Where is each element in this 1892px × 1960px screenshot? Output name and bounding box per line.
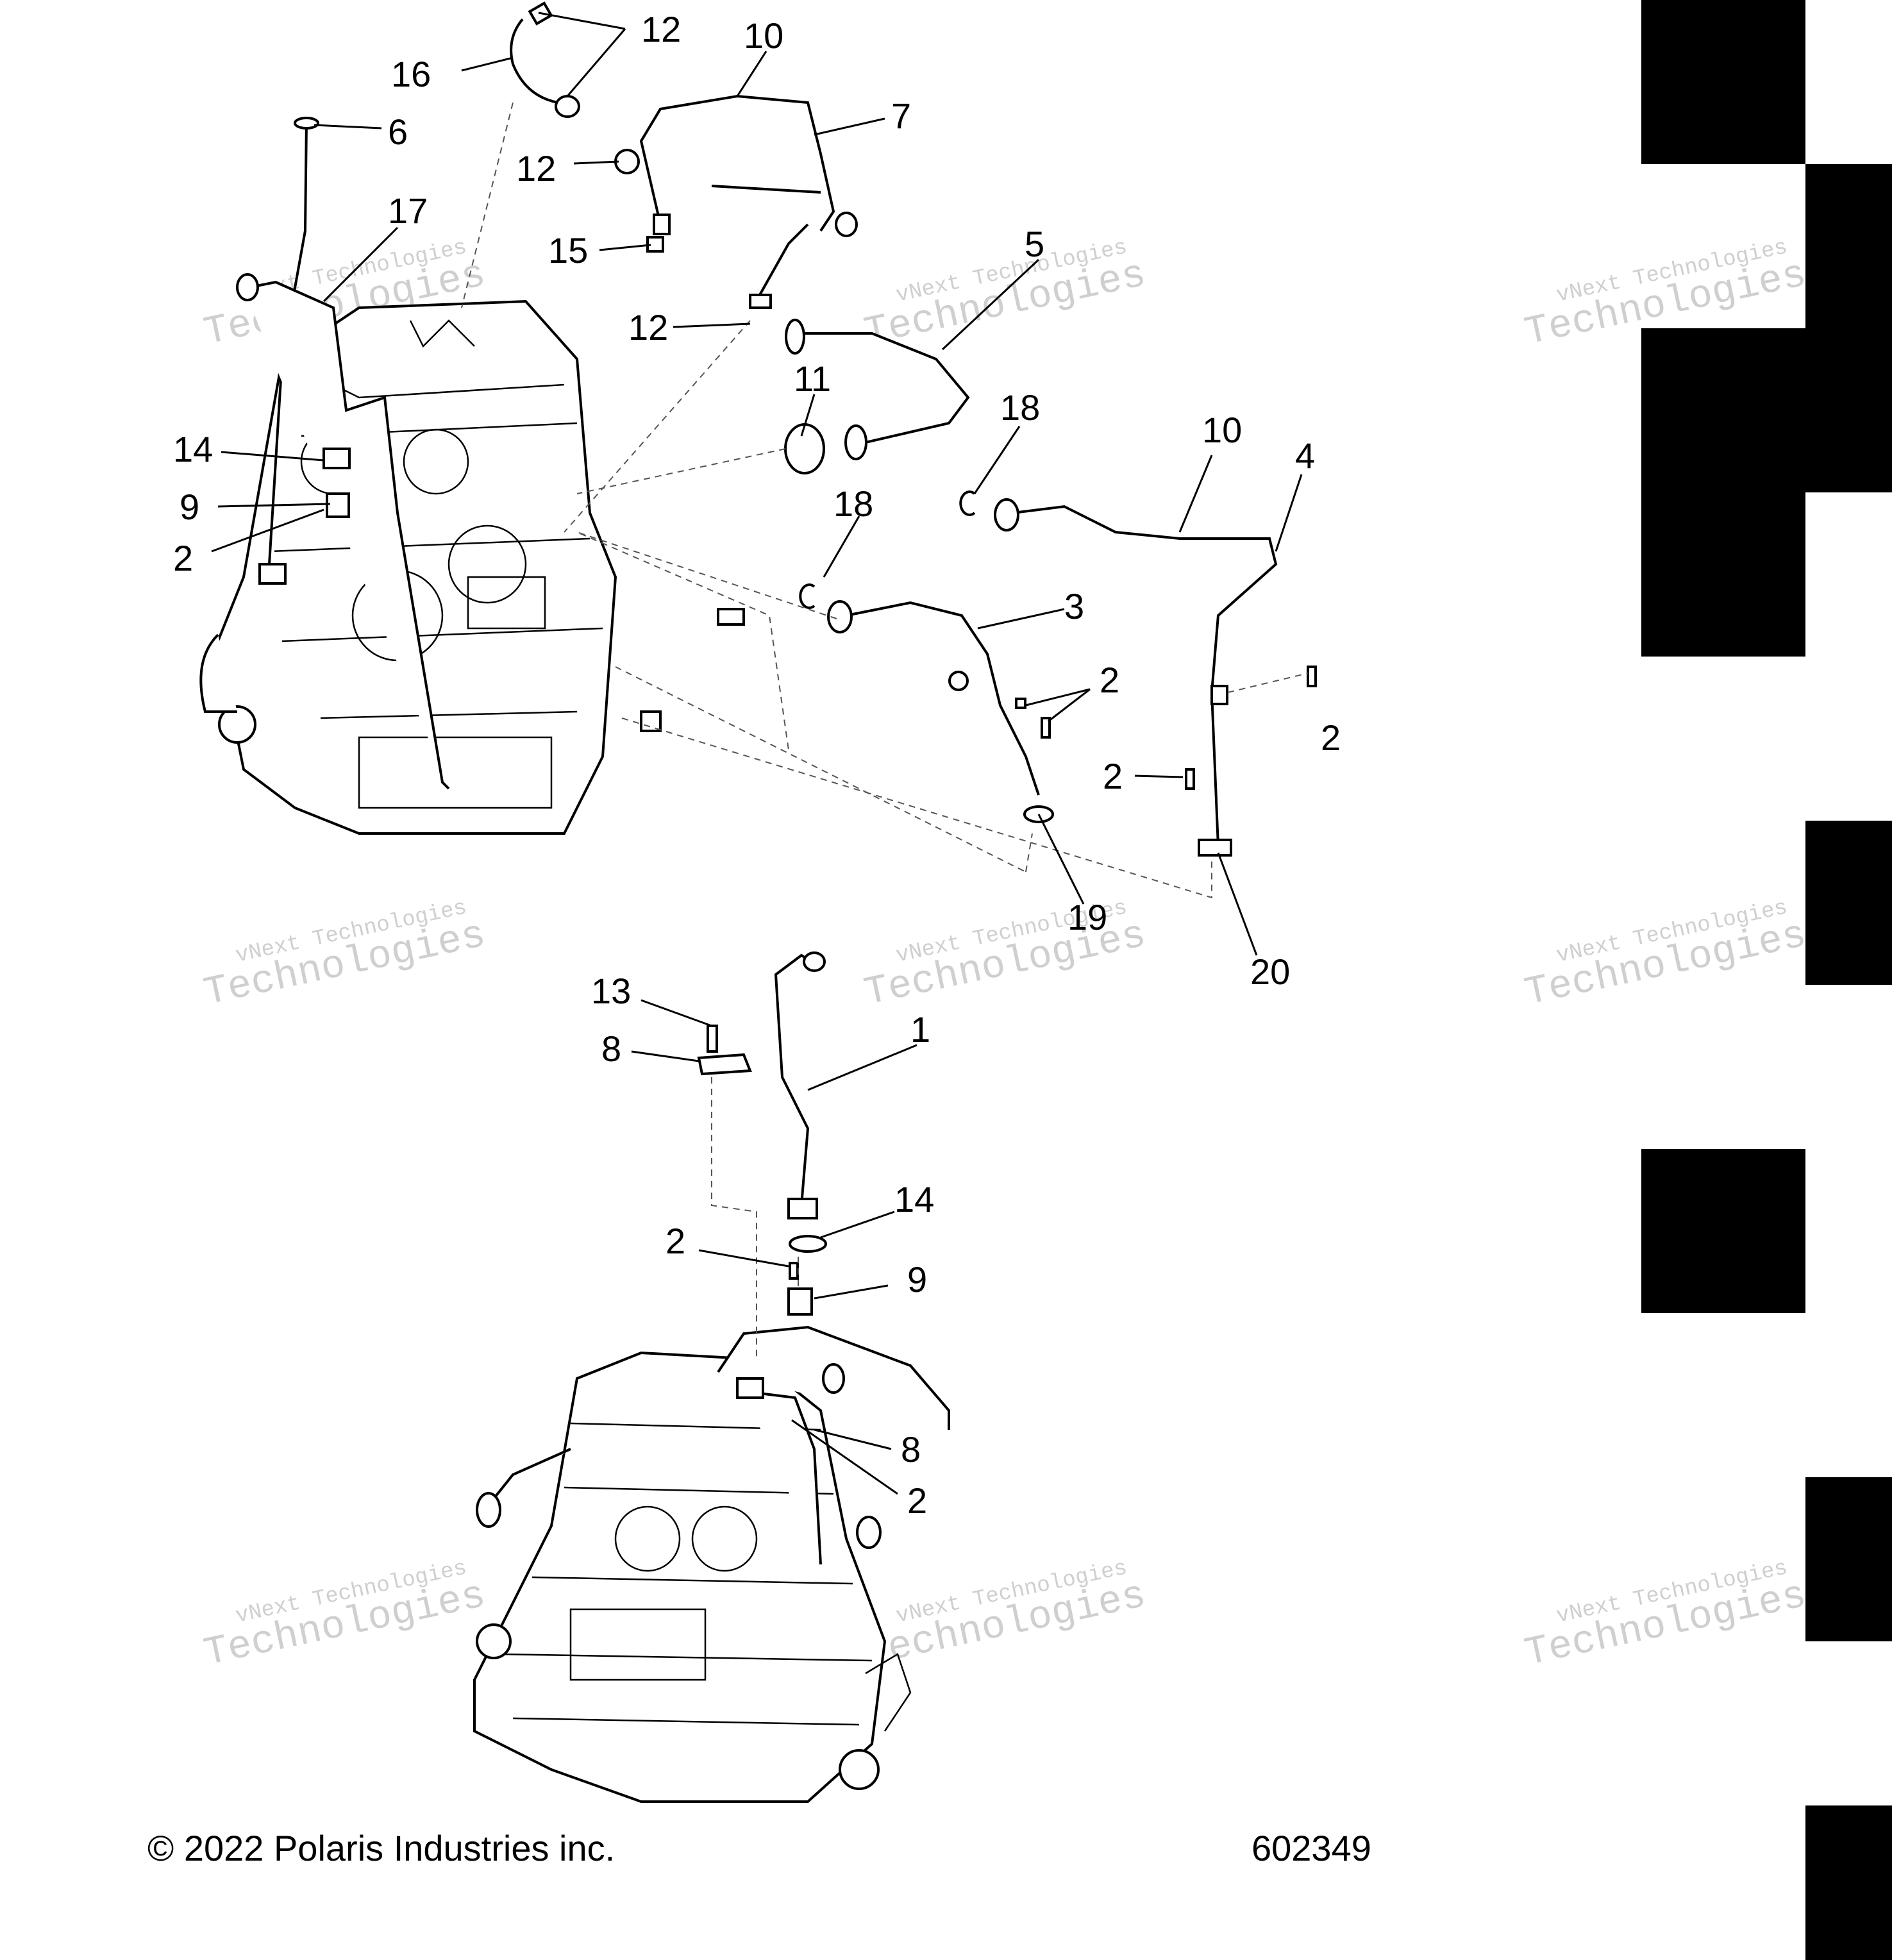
callout-12: 12	[641, 9, 681, 49]
edge-tab	[1641, 492, 1805, 657]
callout-18: 18	[1000, 387, 1040, 428]
edge-tab	[1641, 1149, 1805, 1313]
callout-20: 20	[1250, 951, 1290, 992]
edge-tab	[1641, 0, 1805, 164]
callout-2: 2	[666, 1221, 685, 1261]
hose-17	[243, 280, 450, 790]
callout-14: 14	[173, 429, 213, 469]
callout-5: 5	[1025, 224, 1044, 264]
clamp-11	[784, 423, 825, 474]
clip-18a	[959, 490, 976, 516]
edge-tab	[1805, 164, 1892, 328]
edge-tab	[1805, 1477, 1892, 1641]
assembly-line	[615, 666, 1026, 873]
callout-9: 9	[907, 1259, 927, 1300]
bolt-2	[1015, 698, 1026, 709]
assembly-line	[621, 717, 1212, 899]
diagram-number: 602349	[1252, 1828, 1371, 1868]
assembly-line	[576, 532, 837, 751]
callout-1: 1	[910, 1009, 930, 1050]
callout-14: 14	[894, 1179, 934, 1219]
callout-12: 12	[628, 307, 668, 348]
hose-3	[846, 601, 1040, 796]
assembly-line	[461, 102, 514, 308]
callout-2: 2	[1103, 756, 1123, 796]
callout-19: 19	[1067, 897, 1107, 937]
callout-12: 12	[516, 148, 556, 188]
callouts: 12 16 10 7 6 12 17 15 5 12 11 18 10 4 14…	[173, 9, 1341, 1521]
callout-3: 3	[1064, 586, 1084, 626]
callout-10: 10	[1202, 410, 1242, 450]
assembly-line	[1227, 673, 1309, 693]
bolt-13	[707, 1025, 718, 1053]
callout-4: 4	[1295, 435, 1315, 476]
edge-tab	[1641, 328, 1892, 492]
callout-7: 7	[891, 96, 911, 136]
callout-2: 2	[1321, 717, 1341, 758]
bolt-2	[1185, 768, 1195, 790]
callout-10: 10	[744, 15, 783, 56]
callout-11: 11	[794, 358, 831, 399]
bolt-2	[789, 1262, 799, 1280]
callout-2: 2	[173, 538, 193, 578]
callout-16: 16	[391, 54, 431, 94]
fitting-9	[787, 1287, 813, 1316]
hose-7	[639, 94, 835, 232]
clamp-14	[789, 1235, 827, 1253]
hose-4	[1012, 505, 1278, 847]
lower-engine	[473, 1351, 912, 1803]
leader-lines	[211, 12, 1303, 1495]
assembly-line	[576, 448, 786, 494]
clip-18b	[799, 583, 816, 609]
edge-tab	[1805, 821, 1892, 985]
assembly-line	[1025, 833, 1033, 873]
bolt-2	[1041, 717, 1051, 739]
callout-2: 2	[1100, 660, 1119, 700]
assembly-line	[711, 1077, 757, 1359]
hose-1	[774, 953, 812, 1206]
callout-6: 6	[388, 112, 408, 152]
callout-2: 2	[907, 1480, 927, 1521]
callout-9: 9	[180, 487, 199, 527]
edge-tab	[1805, 1805, 1892, 1960]
bolt-2	[1307, 666, 1317, 687]
callout-8: 8	[901, 1429, 921, 1470]
hose-16	[510, 18, 558, 104]
callout-18: 18	[833, 483, 873, 524]
callout-13: 13	[591, 971, 631, 1011]
bracket-8	[697, 1053, 752, 1076]
callout-17: 17	[388, 190, 428, 231]
callout-8: 8	[601, 1028, 621, 1069]
assembly-line	[564, 320, 751, 533]
callout-15: 15	[548, 230, 588, 271]
copyright-text: © 2022 Polaris Industries inc.	[147, 1828, 615, 1868]
edge-tabs	[1641, 0, 1892, 1960]
